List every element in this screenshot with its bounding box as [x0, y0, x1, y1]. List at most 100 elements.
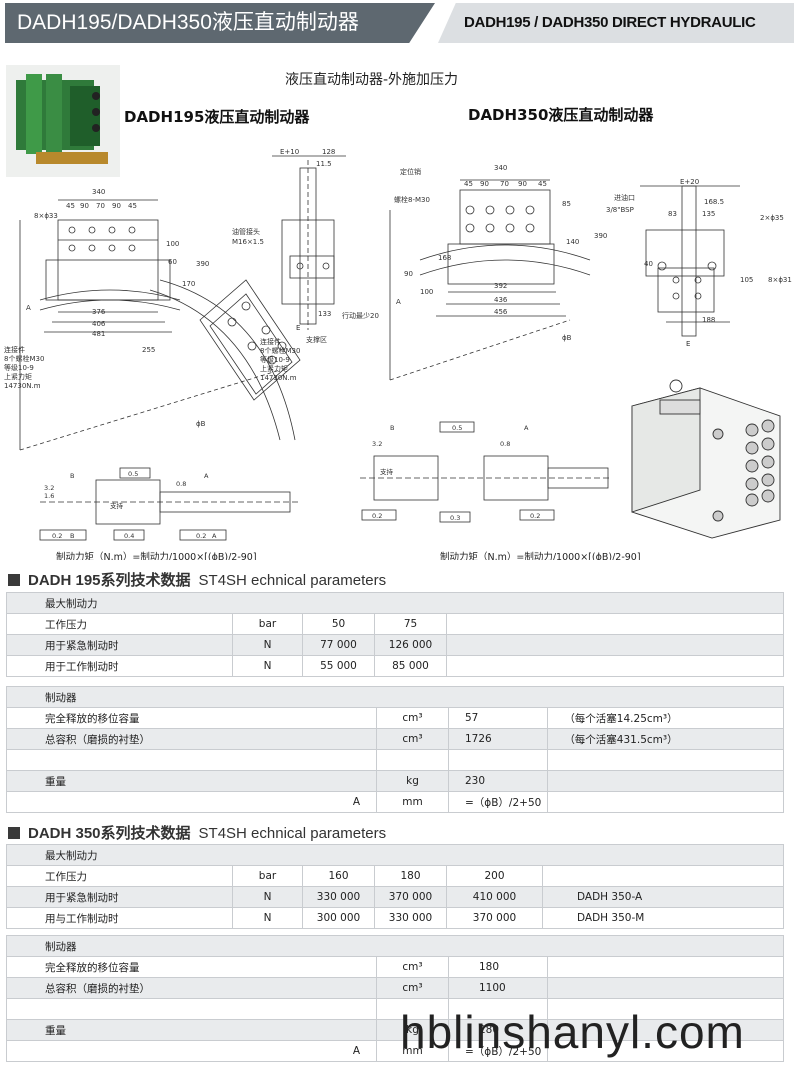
- cell: mm: [376, 1040, 449, 1062]
- cell: =（ϕB）/2+50: [447, 1040, 549, 1062]
- s195-brake-table: 制动器 完全释放的移位容量 cm³ 57 （每个活塞14.25cm³） 总容积（…: [6, 686, 784, 813]
- table-row: 总容积（磨损的衬垫） cm³ 1100: [6, 977, 784, 999]
- note-line: 上紧力矩: [260, 364, 288, 373]
- cell: 制动器: [6, 935, 784, 957]
- dim-label: 168: [438, 254, 451, 262]
- cell: 77 000: [302, 634, 375, 656]
- tol-label: 0.8: [176, 480, 186, 488]
- cell: A: [6, 1040, 377, 1062]
- cell: cm³: [376, 707, 449, 729]
- table-row: [6, 749, 784, 771]
- right-dimensions: 340 45 90 70 90 45 定位销 螺栓8-M30 85 140 39…: [394, 164, 607, 342]
- cell: 180: [447, 956, 549, 978]
- s350-title-en: ST4SH echnical parameters: [198, 825, 387, 842]
- table-row: A mm =（ϕB）/2+50: [6, 791, 784, 813]
- cell: 85 000: [374, 655, 447, 677]
- dim-label: 进油口: [614, 193, 635, 202]
- brake-photo: [6, 65, 120, 177]
- s195-title-en: ST4SH echnical parameters: [198, 572, 387, 589]
- table-row: 制动器: [6, 686, 784, 708]
- dim-label: 8×ϕ31: [768, 276, 792, 284]
- cell: [547, 1019, 784, 1041]
- cell: 工作压力: [6, 865, 233, 887]
- tol-label: 0.5: [452, 424, 462, 432]
- cell: [547, 1040, 784, 1062]
- cell: bar: [232, 865, 303, 887]
- dim-label: 60: [168, 258, 177, 266]
- cell: 重量: [6, 1019, 377, 1041]
- left-shaft-tolerance: [39, 467, 300, 541]
- cell: [446, 655, 784, 677]
- right-title: DADH350液压直动制动器: [468, 106, 654, 124]
- tol-label: B: [390, 424, 394, 432]
- table-row: 用与工作制动时 N 300 000 330 000 370 000 DADH 3…: [6, 907, 784, 929]
- tol-label: 0.5: [128, 470, 138, 478]
- dim-label: 90: [112, 202, 121, 210]
- tol-label: B: [70, 532, 74, 540]
- technical-drawing: 液压直动制动器-外施加压力 DADH195液压直动制动器 DADH350液压直动…: [4, 65, 792, 560]
- dim-label: 3/8"BSP: [606, 206, 634, 214]
- cell: 工作压力: [6, 613, 233, 635]
- header-title-en: DADH195 / DADH350 DIRECT HYDRAULIC BRAKE: [438, 3, 794, 43]
- table-row: 总容积（磨损的衬垫） cm³ 1726 （每个活塞431.5cm³）: [6, 728, 784, 750]
- tol-label: A: [524, 424, 529, 432]
- cell: [447, 749, 549, 771]
- cell: 75: [374, 613, 447, 635]
- dim-label: 90: [518, 180, 527, 188]
- note-line: 连接件: [4, 345, 25, 354]
- cell: 总容积（磨损的衬垫）: [6, 728, 377, 750]
- tol-label: A: [212, 532, 217, 540]
- note-line: 8个螺栓M30: [260, 346, 300, 355]
- cell: N: [232, 634, 303, 656]
- s350-title-cn: DADH 350系列技术数据: [28, 825, 191, 842]
- cell: [547, 977, 784, 999]
- cell: [547, 749, 784, 771]
- dim-label: 100: [420, 288, 433, 296]
- cell: 160: [302, 865, 375, 887]
- cell: [446, 613, 784, 635]
- cell: [6, 998, 377, 1020]
- cell: 126 000: [374, 634, 447, 656]
- note-line: 8个螺栓M30: [4, 354, 44, 363]
- cell: =（ϕB）/2+50: [447, 791, 549, 813]
- left-formula: 制动力矩（N.m）=制动力/1000×[(ϕB)/2-90]: [56, 551, 257, 560]
- dim-label: A: [26, 304, 31, 312]
- cell: [542, 865, 784, 887]
- cell: 1726: [447, 728, 549, 750]
- dim-label: 45: [128, 202, 137, 210]
- tol-label: 0.2: [372, 512, 382, 520]
- dim-label: ϕB: [562, 334, 572, 342]
- tol-label: 0.2: [530, 512, 540, 520]
- dim-label: 436: [494, 296, 508, 304]
- cell: DADH 350-A: [542, 886, 784, 908]
- tol-label: A: [204, 472, 209, 480]
- dim-label: 2×ϕ35: [760, 214, 784, 222]
- table-row: [6, 998, 784, 1020]
- tol-label: 3.2: [372, 440, 382, 448]
- tol-label: 支持: [380, 467, 394, 476]
- dim-label: 45: [464, 180, 473, 188]
- cell: [547, 998, 784, 1020]
- cell: bar: [232, 613, 303, 635]
- note-line: 上紧力矩: [4, 372, 32, 381]
- tol-label: 支持: [110, 501, 124, 510]
- table-row: 完全释放的移位容量 cm³ 57 （每个活塞14.25cm³）: [6, 707, 784, 729]
- dim-label: 376: [92, 308, 106, 316]
- note-line: 14730N.m: [260, 374, 297, 382]
- cell: N: [232, 907, 303, 929]
- table-row: 制动器: [6, 935, 784, 957]
- right-shaft-tolerance: [360, 421, 612, 523]
- left-dimensions: 340 45 90 70 90 45 8×ϕ33 376 406 481 390…: [26, 188, 209, 428]
- dim-label: 11.5: [316, 160, 332, 168]
- bullet-square-icon: [8, 574, 20, 586]
- dim-label: 45: [66, 202, 75, 210]
- left-note: 连接件 8个螺栓M30 等级10-9 上紧力矩 14730N.m 连接件 8个螺…: [4, 337, 300, 390]
- cell: [547, 791, 784, 813]
- tol-label: 3.2: [44, 484, 54, 492]
- cell: 370 000: [374, 886, 447, 908]
- header-title-cn: DADH195/DADH350液压直动制动器: [5, 3, 435, 43]
- dim-label: 85: [562, 200, 571, 208]
- dim-label: 140: [566, 238, 579, 246]
- cell: 用于紧急制动时: [6, 886, 233, 908]
